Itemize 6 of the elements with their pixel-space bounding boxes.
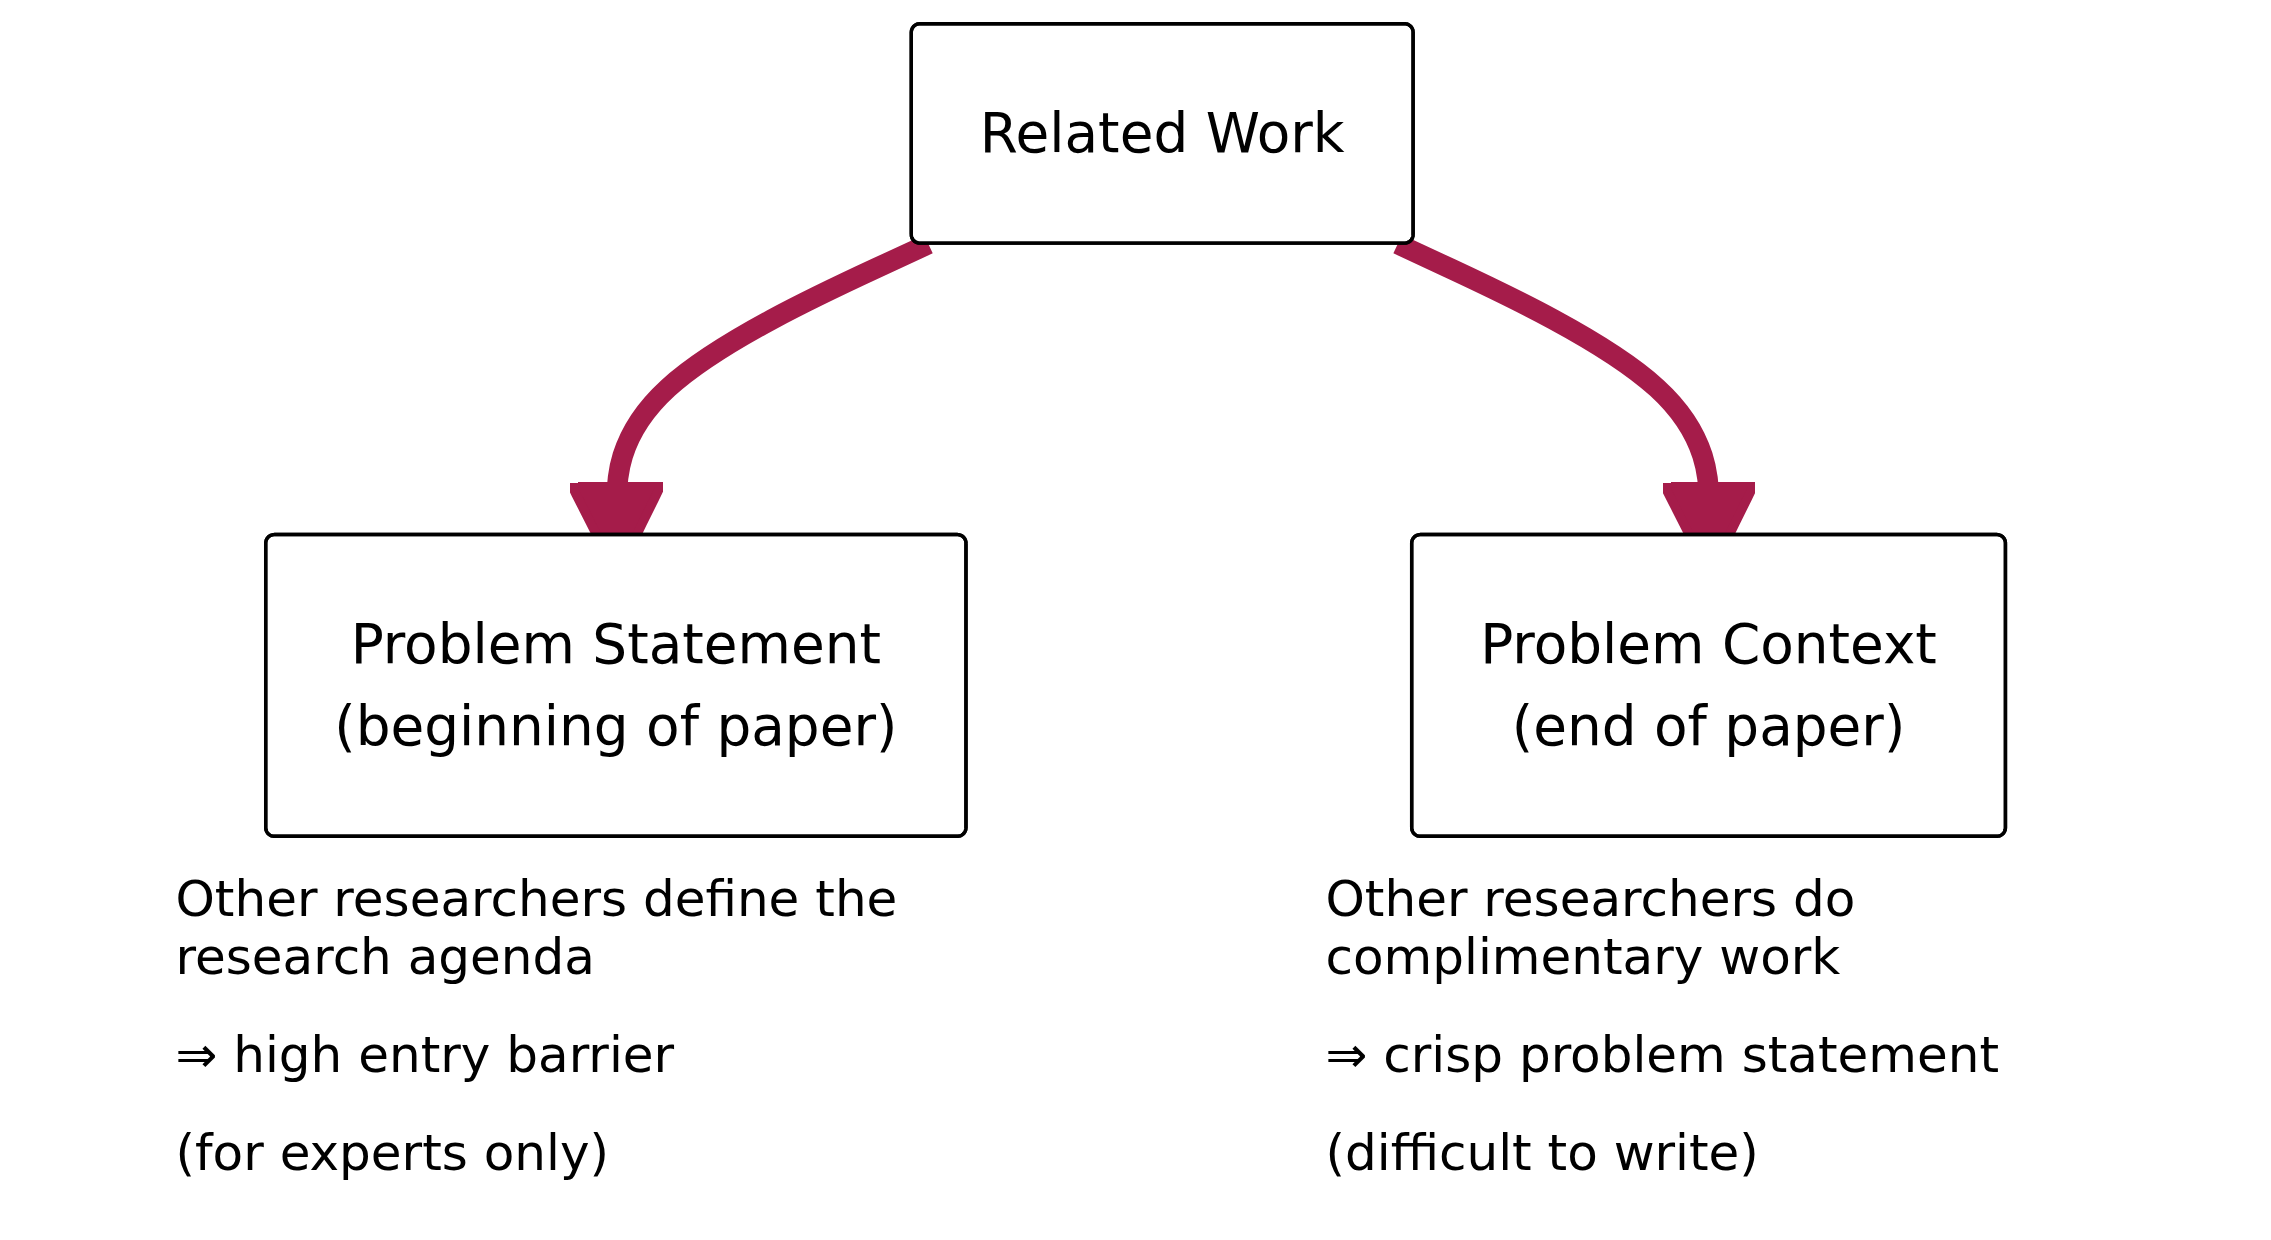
note-text: (difficult to write) [1325, 1124, 1760, 1182]
note-text: Other researchers do complimentary work [1325, 870, 1857, 986]
note-text: Other researchers define the research agenda [175, 870, 899, 986]
note-text: (for experts only) [175, 1124, 610, 1182]
note-text: ⇒ crisp problem statement [1325, 1026, 2001, 1084]
note-text: ⇒ high entry barrier [175, 1026, 676, 1084]
